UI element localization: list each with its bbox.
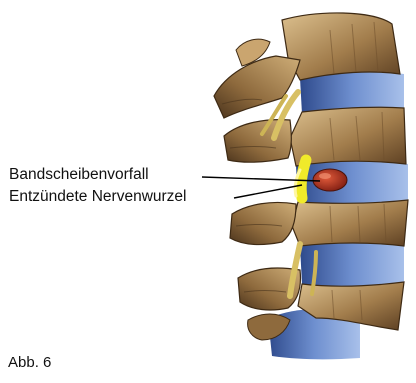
label-inflamed-nerve-root: Entzündete Nervenwurzel (9, 189, 187, 205)
disc-herniation (313, 169, 347, 191)
figure-caption: Abb. 6 (8, 354, 51, 371)
leader-line-nerve-root (234, 185, 302, 198)
label-disc-herniation: Bandscheibenvorfall (9, 167, 149, 183)
